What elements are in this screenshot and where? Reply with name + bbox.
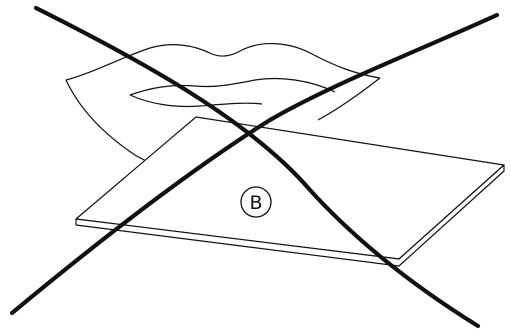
circled-label: B — [241, 187, 271, 217]
plate-label: B — [249, 192, 262, 214]
